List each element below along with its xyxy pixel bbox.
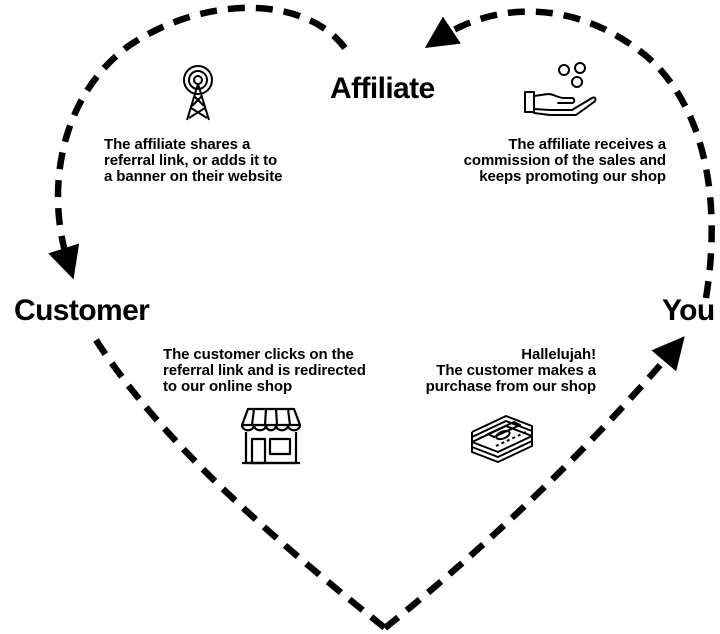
step-commission-text: The affiliate receives a commission of t… (464, 137, 666, 185)
step-commission-line-1: The affiliate receives a (508, 136, 666, 153)
storefront-icon (240, 407, 302, 465)
radio-tower-icon (183, 65, 213, 121)
node-customer: Customer (14, 294, 150, 327)
step-share-line-1: The affiliate shares a (104, 136, 251, 153)
arrow-affiliate-to-customer (48, 4, 348, 280)
step-commission-line-3: keeps promoting our shop (479, 168, 666, 185)
step-share-line-2: referral link, or adds it to (104, 152, 278, 169)
step-share-text: The affiliate shares a referral link, or… (104, 137, 282, 185)
node-affiliate: Affiliate (330, 72, 435, 105)
step-click-line-1: The customer clicks on the (163, 346, 354, 363)
hand-coins-icon (524, 62, 597, 116)
arrow-customer-to-bottom (93, 338, 388, 631)
step-click-line-3: to our online shop (163, 378, 293, 395)
step-purchase-line-2: The customer makes a (436, 362, 596, 379)
node-you: You (662, 294, 715, 327)
step-purchase-text: Hallelujah! The customer makes a purchas… (426, 347, 596, 395)
step-commission-line-2: commission of the sales and (463, 152, 666, 169)
step-purchase-line-1: Hallelujah! (521, 346, 596, 363)
money-stack-icon (471, 415, 533, 463)
step-purchase-line-3: purchase from our shop (425, 378, 596, 395)
arrow-bottom-to-you (382, 336, 685, 631)
step-click-line-2: referral link and is redirected (163, 362, 366, 379)
step-click-text: The customer clicks on the referral link… (163, 347, 366, 395)
arrow-you-to-affiliate (424, 8, 715, 299)
step-share-line-3: a banner on their website (104, 168, 283, 185)
